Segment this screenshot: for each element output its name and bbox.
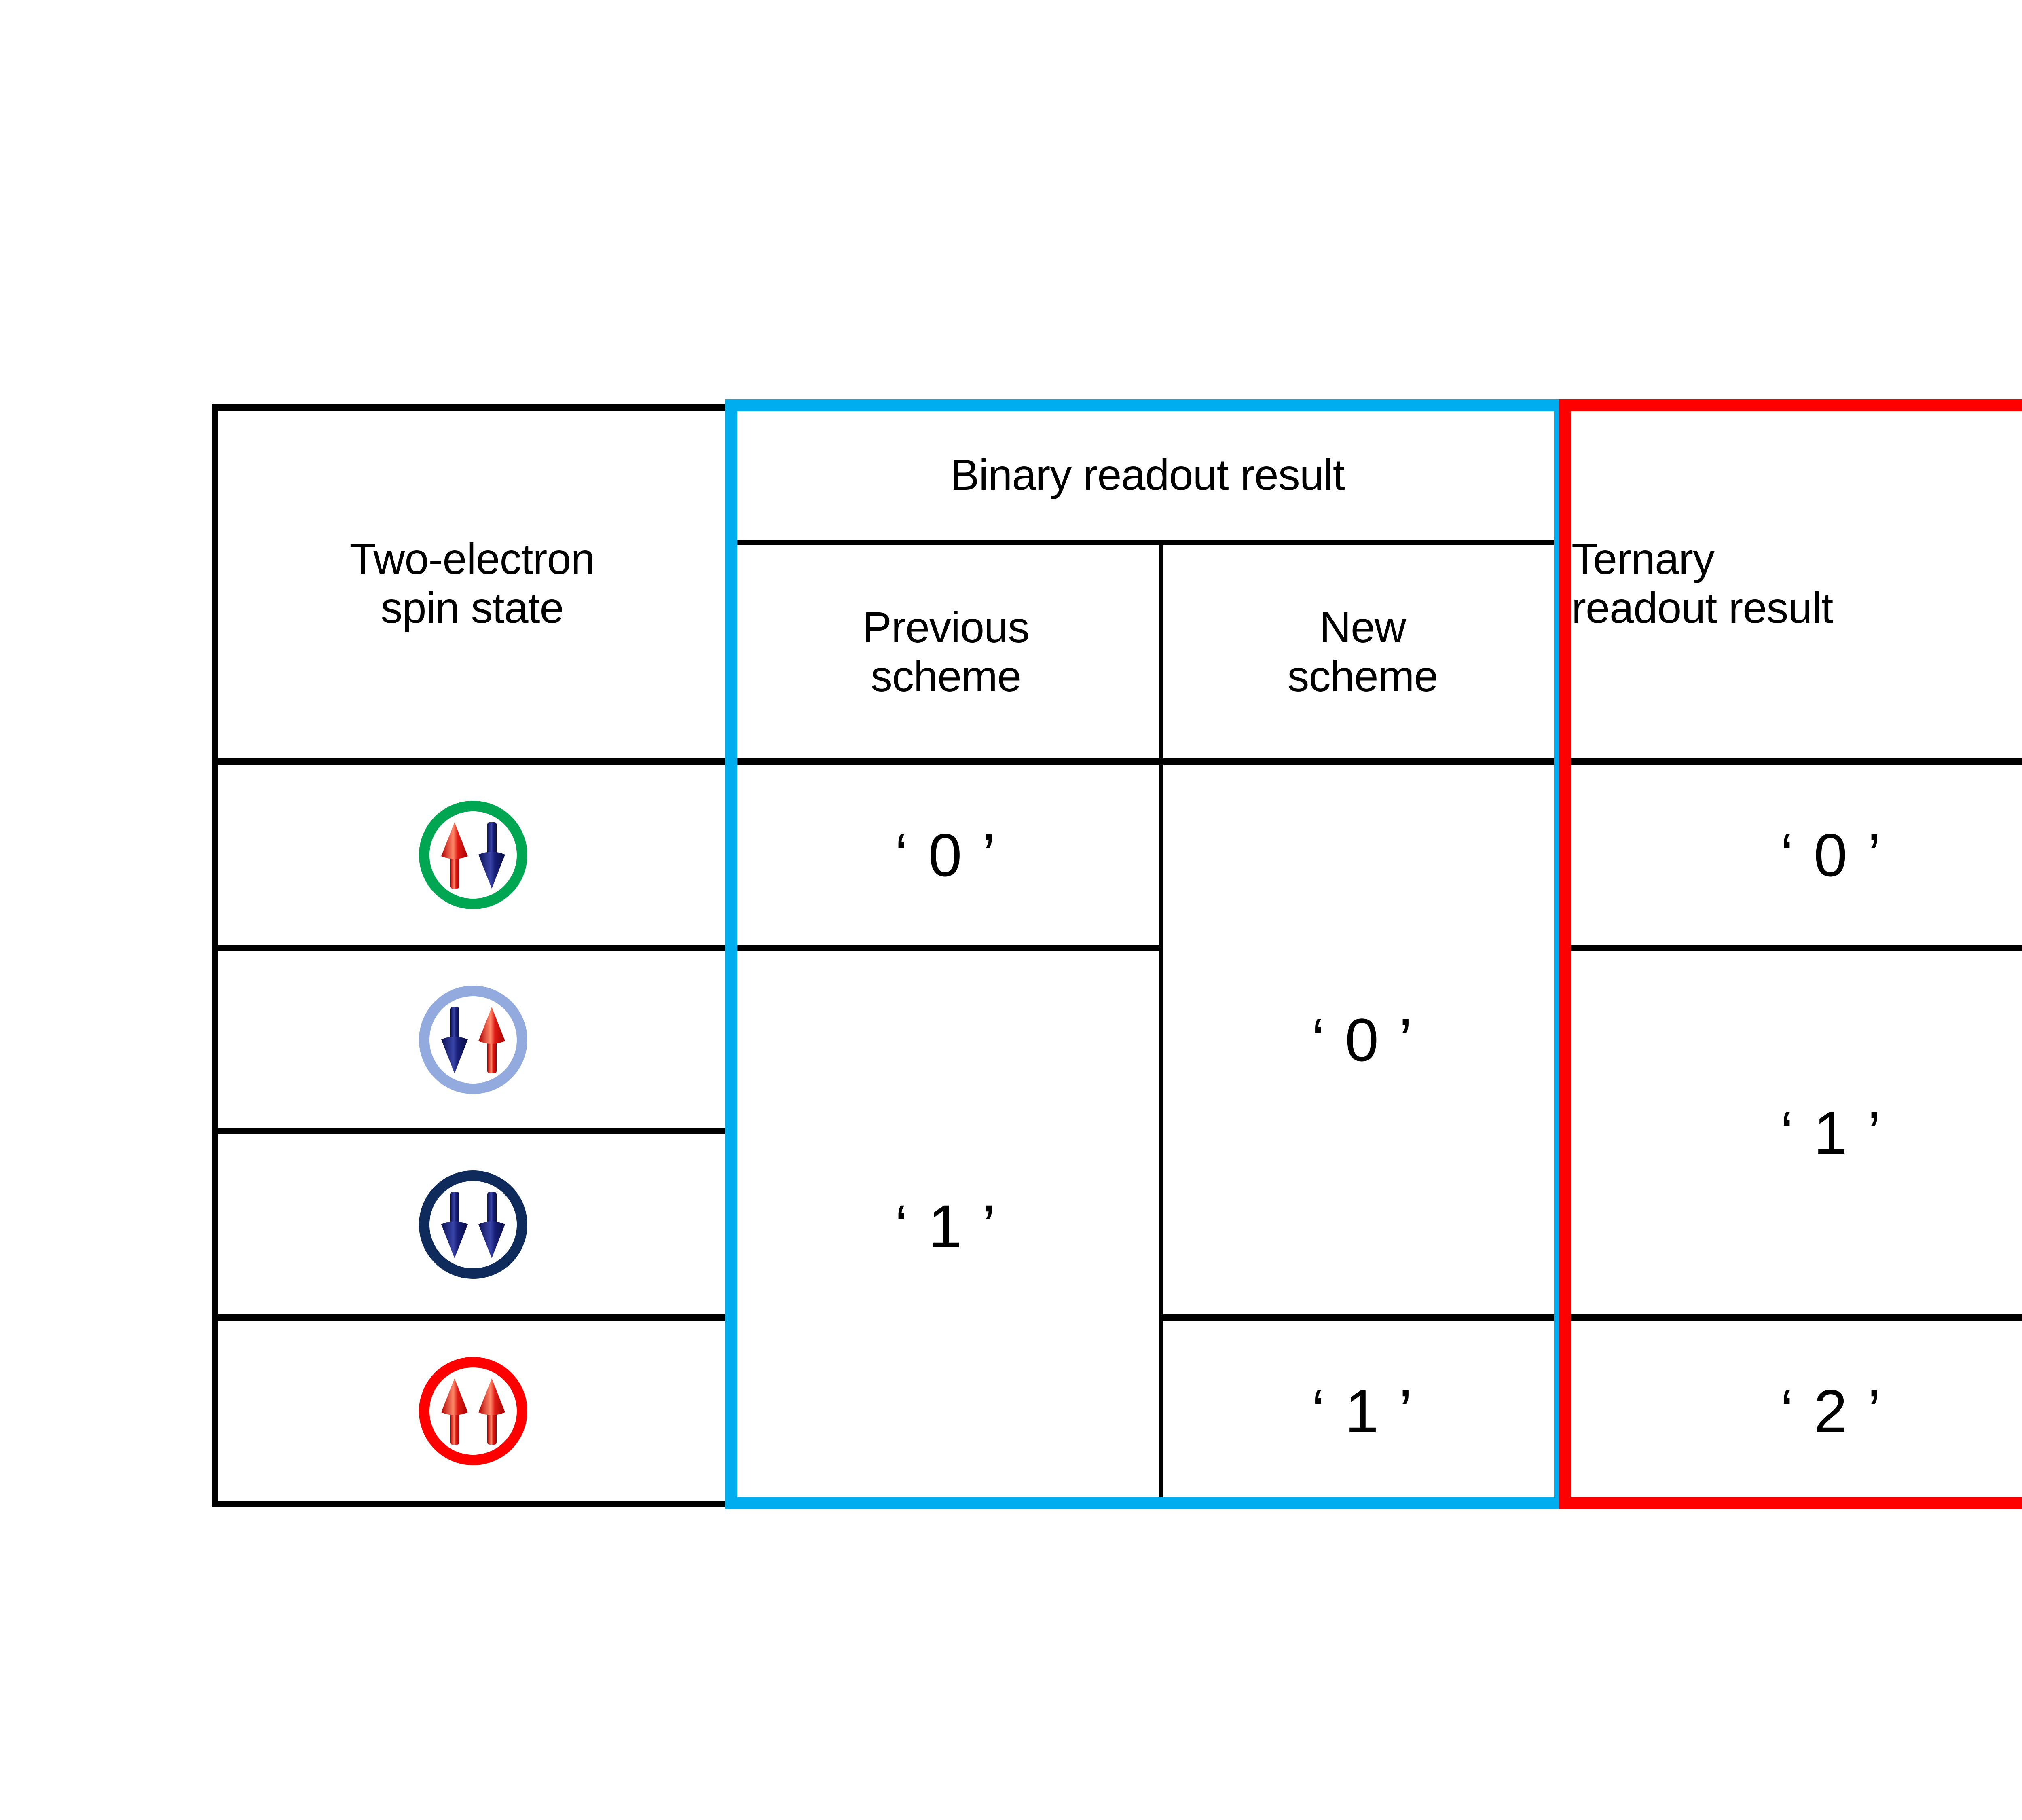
spin-badge-triplet-plus (419, 1357, 527, 1465)
spin-state-cell-row4 (218, 1321, 728, 1501)
arrow-up-red-icon (478, 1007, 505, 1073)
table-border-left (212, 404, 218, 1507)
spin-state-cell-row1 (218, 765, 728, 945)
new-scheme-value-rows1-3: ‘ 0 ’ (1311, 1005, 1414, 1074)
rule-row1-row2-ternary (1562, 945, 2022, 951)
spin-badge-singlet (419, 801, 527, 909)
ternary-value-row1: ‘ 0 ’ (1780, 821, 1883, 889)
header-new-scheme: New scheme (1287, 603, 1438, 700)
spin-badge-triplet-zero (419, 986, 527, 1094)
arrow-down-blue-icon (441, 1007, 468, 1073)
header-binary-readout: Binary readout result (950, 450, 1345, 499)
rule-row3-row4-spin (212, 1314, 732, 1321)
ternary-value-row4: ‘ 2 ’ (1780, 1377, 1883, 1445)
arrow-down-blue-icon (478, 822, 505, 889)
spin-badge-triplet-minus (419, 1170, 527, 1279)
arrow-up-red-icon (478, 1378, 505, 1445)
ternary-highlight-box (1559, 399, 2022, 1509)
header-spin-state: Two-electron spin state (349, 534, 595, 632)
spin-state-cell-row2 (218, 951, 728, 1128)
col-sep-previous-new (1159, 542, 1163, 1507)
header-previous-scheme: Previous scheme (862, 603, 1030, 700)
rule-binary-subheader (732, 540, 1563, 545)
header-ternary-readout: Ternary readout result (1571, 534, 1833, 632)
rule-row3-row4-new-ternary (1159, 1314, 2022, 1321)
arrow-up-red-icon (441, 822, 468, 889)
arrow-up-red-icon (441, 1378, 468, 1445)
arrow-down-blue-icon (441, 1191, 468, 1258)
ternary-value-rows2-3: ‘ 1 ’ (1780, 1099, 1883, 1167)
arrow-down-blue-icon (478, 1191, 505, 1258)
previous-scheme-value-row1: ‘ 0 ’ (895, 821, 997, 889)
spin-state-cell-row3 (218, 1134, 728, 1314)
rule-row2-row3-spin (212, 1128, 732, 1134)
rule-row1-row2-spin-previous (212, 945, 1161, 951)
previous-scheme-value-rows2-4: ‘ 1 ’ (895, 1192, 997, 1260)
new-scheme-value-row4: ‘ 1 ’ (1311, 1377, 1414, 1445)
